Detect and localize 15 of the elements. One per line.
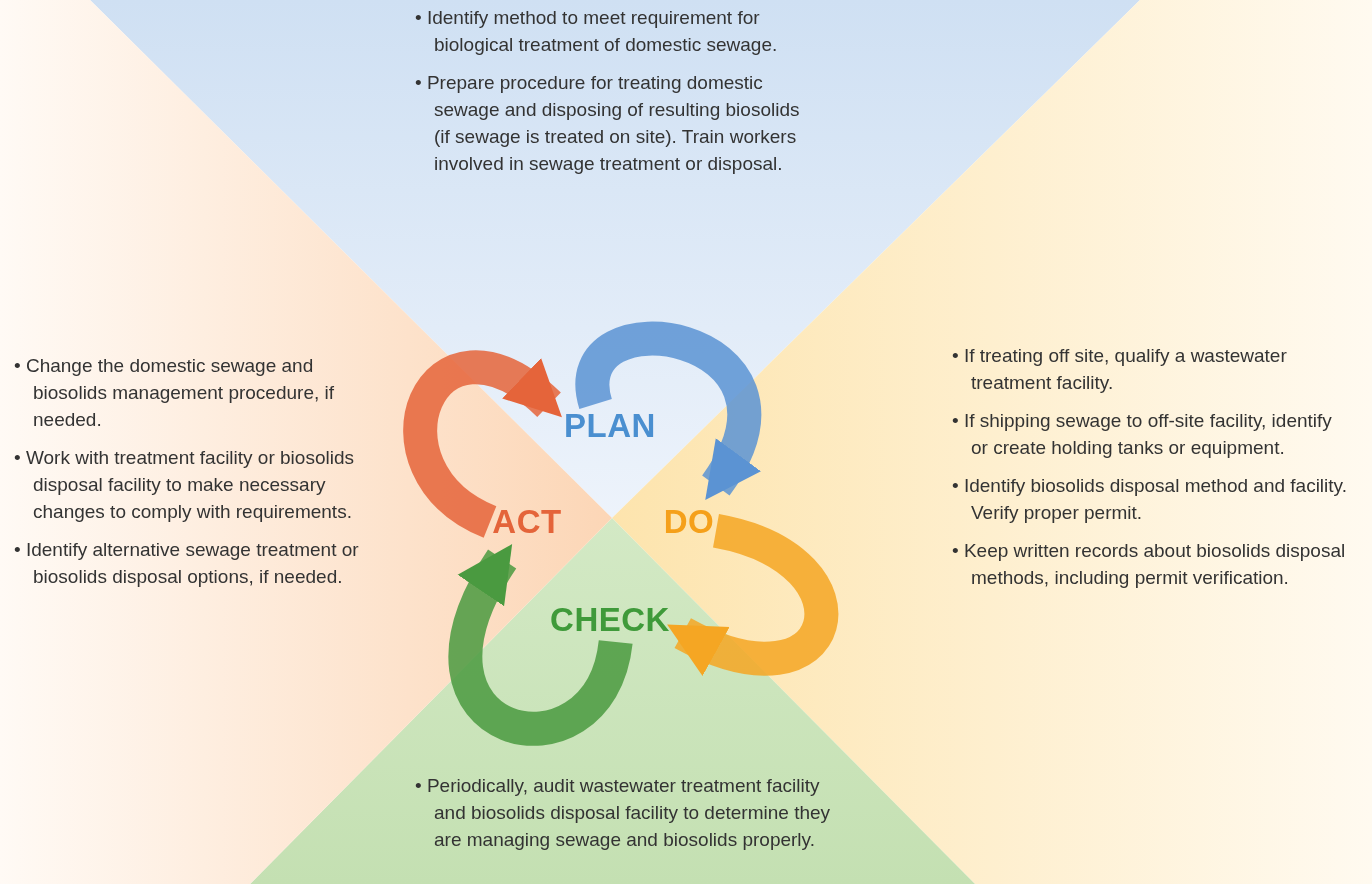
bullet-text: • Identify method to meet requirement for biological treatment of domestic sewage. (415, 6, 779, 57)
bullet-text: • Identify biosolids disposal method and facility. Verify proper permit. (952, 474, 1348, 525)
bullet-text: • Keep written records about biosolids disposal methods, including permit verification. (952, 539, 1347, 590)
bullet-text: • Change the domestic sewage and biosolids management procedure, if needed. (14, 354, 335, 432)
bullet-text: • If shipping sewage to off-site facility, identify or create holding tanks or equipment. (952, 409, 1333, 460)
stage-label: ACT (490, 500, 564, 544)
bullet-text: • Identify alternative sewage treatment or biosolids disposal options, if needed. (14, 538, 360, 589)
bullet-text: • Periodically, audit wastewater treatment facility and biosolids disposal facility to determine they are managing sewage and biosolids properly. (415, 774, 832, 852)
bullet-text: • Work with treatment facility or biosolids disposal facility to make necessary changes to comply with requirements. (14, 446, 355, 524)
stage-label: DO (662, 500, 716, 544)
bullet-text: • Prepare procedure for treating domestic sewage and disposing of resulting biosolids (if sewage is treated on site). Train workers involved in sewage treatment or disposal. (415, 71, 801, 176)
stage-label: CHECK (553, 598, 667, 642)
bullet-text: • If treating off site, qualify a wastewater treatment facility. (952, 344, 1288, 395)
stage-label: PLAN (562, 404, 658, 448)
cycle-arrow (575, 321, 761, 502)
